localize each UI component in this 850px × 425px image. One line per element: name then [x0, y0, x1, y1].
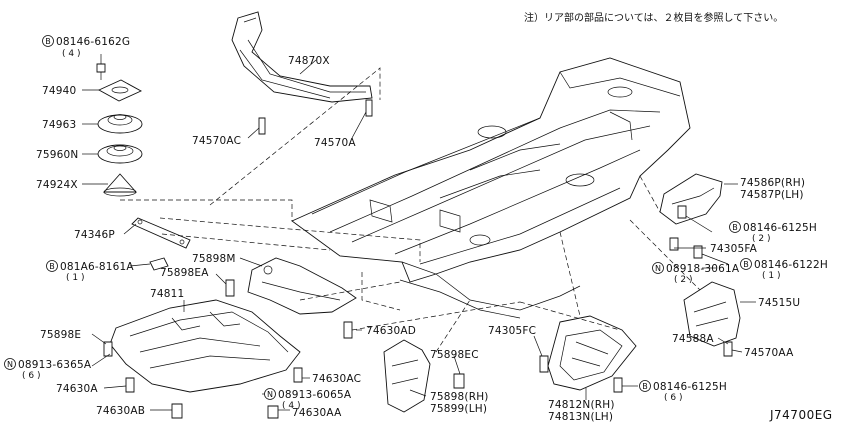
- label-75899-lh: 75899(LH): [430, 403, 487, 415]
- label-08146-6125h-b-qty: ( 6 ): [664, 393, 682, 403]
- part-stack-left: [96, 63, 143, 197]
- label-75898ec: 75898EC: [430, 349, 479, 361]
- label-75960n: 75960N: [36, 149, 78, 161]
- nut-marker-08913-6065a: N: [264, 388, 276, 400]
- label-74305fc: 74305FC: [488, 325, 536, 337]
- label-08146-6162g-qty: ( 4 ): [62, 49, 80, 59]
- bar-74346p: [131, 217, 191, 249]
- label-74963: 74963: [42, 119, 76, 131]
- label-74630ac: 74630AC: [312, 373, 361, 385]
- label-08918-3061a: 08918-3061A: [666, 263, 740, 275]
- phantom-lines: [120, 67, 701, 353]
- label-75898ea: 75898EA: [160, 267, 209, 279]
- label-74870x: 74870X: [288, 55, 330, 67]
- floor-panel: [291, 57, 691, 319]
- bolt-marker-08146-6125h-b: B: [639, 380, 651, 392]
- label-081a6-8161a: 081A6-8161A: [60, 261, 134, 273]
- label-74570ac: 74570AC: [192, 135, 241, 147]
- label-08913-6065a-qty: ( 4 ): [282, 401, 300, 411]
- under-cover-74811: [109, 299, 301, 393]
- bracket-75898m: [247, 257, 357, 315]
- label-08146-6122h-qty: ( 1 ): [762, 271, 780, 281]
- label-74570aa: 74570AA: [744, 347, 794, 359]
- label-08913-6065a: 08913-6065A: [278, 389, 352, 401]
- bracket-75898-75899: [383, 339, 431, 413]
- label-74587p-lh: 74587P(LH): [740, 189, 804, 201]
- part-labels: 08146-6162G ( 4 ) 74940 74963 75960N 749…: [18, 36, 828, 423]
- label-74630ab: 74630AB: [96, 405, 145, 417]
- label-75898e: 75898E: [40, 329, 81, 341]
- label-08146-6162g: 08146-6162G: [56, 36, 130, 48]
- label-74812n-rh: 74812N(RH): [548, 399, 615, 411]
- bracket-74515u: [683, 281, 741, 347]
- label-08146-6125h-a-qty: ( 2 ): [752, 234, 770, 244]
- label-74811: 74811: [150, 288, 184, 300]
- label-74588a: 74588A: [672, 333, 714, 345]
- label-74515u: 74515U: [758, 297, 800, 309]
- nut-marker-08918-3061a: N: [652, 262, 664, 274]
- diagram-code: J74700EG: [769, 408, 833, 422]
- label-08918-3061a-qty: ( 2 ): [674, 275, 692, 285]
- label-74346p: 74346P: [74, 229, 115, 241]
- label-74305fa: 74305FA: [710, 243, 758, 255]
- label-75898m: 75898M: [192, 253, 236, 265]
- label-74630ad: 74630AD: [366, 325, 416, 337]
- label-08913-6365a: 08913-6365A: [18, 359, 92, 371]
- cover-74812n-74813n: [547, 315, 637, 391]
- circle-markers: B B N N B B N B: [4, 35, 752, 400]
- svg-text:B: B: [743, 260, 749, 269]
- bolt-marker-08146-6122h: B: [740, 258, 752, 270]
- svg-text:N: N: [7, 360, 13, 369]
- label-74586p-rh: 74586P(RH): [740, 177, 805, 189]
- bolt-marker-081a6-8161a: B: [46, 260, 58, 272]
- bolt-marker-08146-6125h-a: B: [729, 221, 741, 233]
- label-74813n-lh: 74813N(LH): [548, 411, 613, 423]
- bracket-74586p-74587p: [659, 173, 723, 225]
- label-75898-rh: 75898(RH): [430, 391, 489, 403]
- label-081a6-8161a-qty: ( 1 ): [66, 273, 84, 283]
- svg-text:B: B: [45, 37, 51, 46]
- svg-text:N: N: [655, 264, 661, 273]
- label-08146-6125h-b: 08146-6125H: [653, 381, 727, 393]
- label-74940: 74940: [42, 85, 76, 97]
- label-74630aa: 74630AA: [292, 407, 342, 419]
- label-74924x: 74924X: [36, 179, 78, 191]
- diagram-note: 注）リア部の部品については、２枚目を参照して下さい。: [524, 11, 783, 24]
- fasteners: [103, 99, 733, 419]
- svg-text:B: B: [732, 223, 738, 232]
- bolt-marker-08146-6162g: B: [42, 35, 54, 47]
- label-08146-6125h-a: 08146-6125H: [743, 222, 817, 234]
- nut-marker-08913-6365a: N: [4, 358, 16, 370]
- label-74570a: 74570A: [314, 137, 356, 149]
- svg-text:B: B: [49, 262, 55, 271]
- brace-74870x: [231, 11, 373, 103]
- label-74630a: 74630A: [56, 383, 98, 395]
- leader-lines: [82, 54, 756, 411]
- label-08913-6365a-qty: ( 6 ): [22, 371, 40, 381]
- svg-text:B: B: [642, 382, 648, 391]
- label-08146-6122h: 08146-6122H: [754, 259, 828, 271]
- svg-text:N: N: [267, 390, 273, 399]
